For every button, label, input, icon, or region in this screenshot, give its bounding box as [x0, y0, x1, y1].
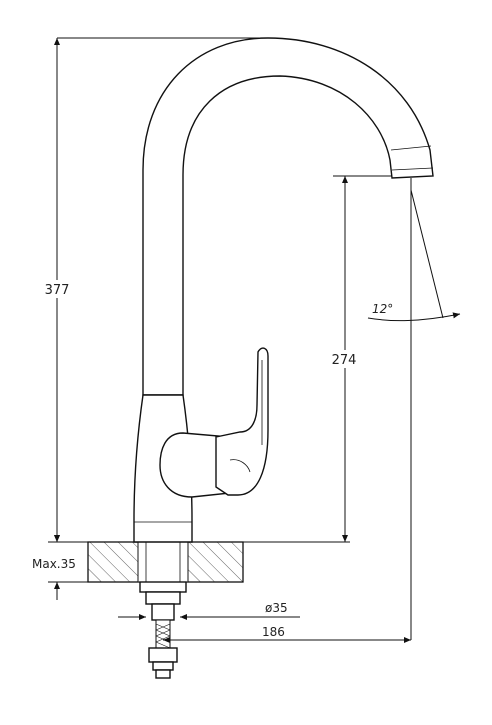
label-max-thickness: Max.35 — [32, 557, 76, 571]
label-spout-height: 274 — [332, 353, 357, 368]
dim-spout-height: 274 — [243, 175, 392, 543]
label-hole-diameter: ø35 — [265, 601, 288, 615]
label-spray-angle: 12° — [372, 302, 393, 316]
label-reach: 186 — [262, 625, 285, 639]
dim-spray-angle: 12° — [367, 178, 461, 640]
dim-hole-diameter: ø35 — [118, 601, 300, 620]
dim-reach: 186 — [163, 625, 411, 643]
dim-total-height: 377 — [44, 37, 268, 543]
mounting-assembly — [139, 581, 187, 679]
countertop — [87, 541, 244, 583]
faucet-spout — [142, 37, 434, 396]
label-total-height: 377 — [45, 283, 70, 298]
faucet-handle — [159, 347, 269, 498]
dim-max-thickness: Max.35 — [32, 524, 88, 600]
